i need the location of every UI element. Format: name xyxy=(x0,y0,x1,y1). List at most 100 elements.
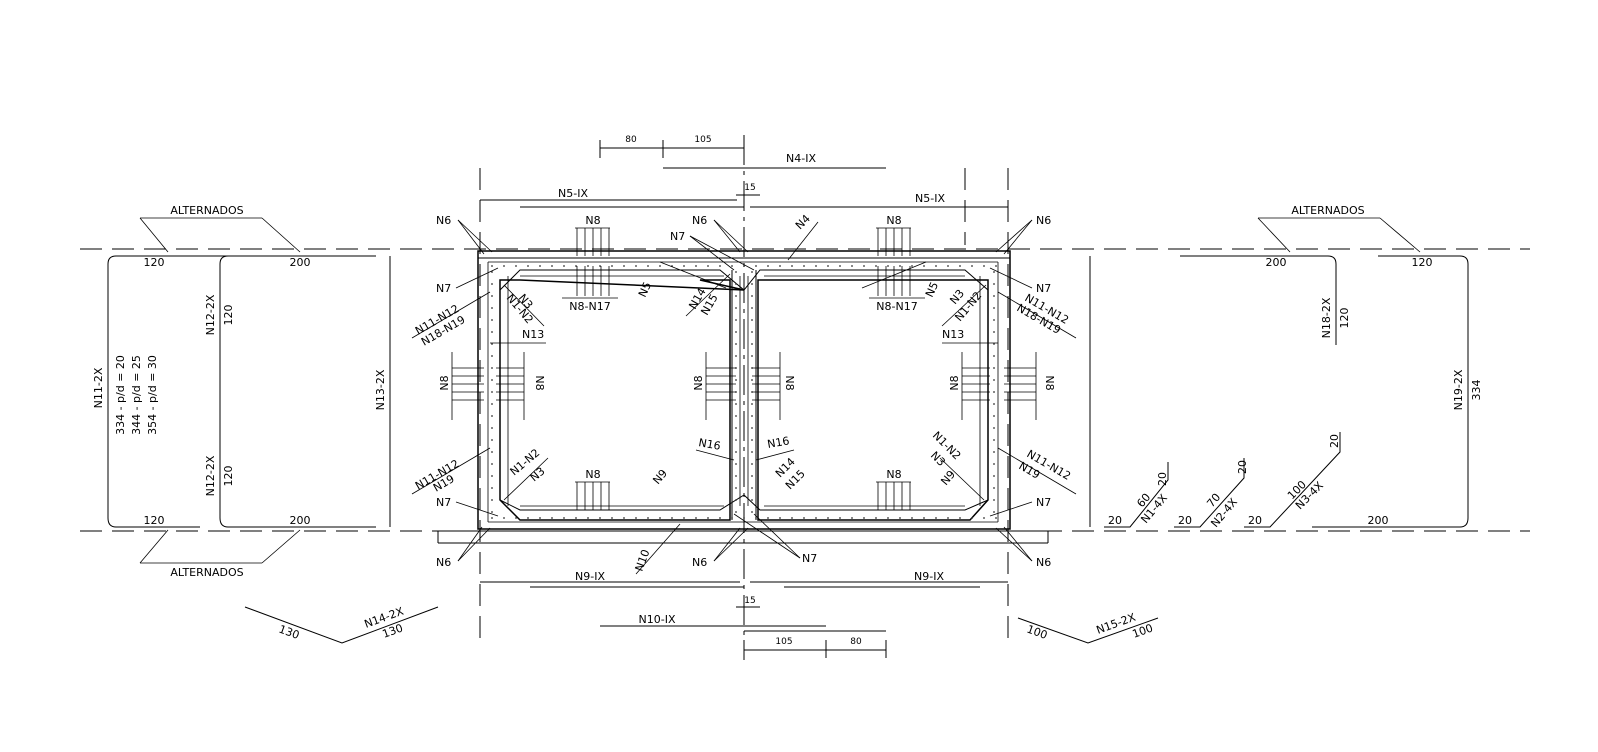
rebar-dot xyxy=(575,517,577,519)
rebar-dot xyxy=(993,487,995,489)
callout-n5: N5 xyxy=(923,280,941,299)
rebar-dot xyxy=(623,265,625,267)
rebar-dot xyxy=(515,265,517,267)
rebar-dot xyxy=(935,265,937,267)
callout-n8: N8 xyxy=(438,375,451,390)
rebar-dot xyxy=(959,265,961,267)
rebar-dot xyxy=(735,379,737,381)
rebar-dot xyxy=(539,517,541,519)
rebar-dot xyxy=(803,265,805,267)
dim-20: 20 xyxy=(1108,514,1122,527)
rebar-dot xyxy=(751,319,753,321)
rebar-dot xyxy=(983,517,985,519)
rebar-dot xyxy=(803,517,805,519)
rebar-dot xyxy=(659,517,661,519)
rebar-dot xyxy=(993,283,995,285)
rebar-dot xyxy=(993,463,995,465)
rebar-dot xyxy=(863,265,865,267)
dim-100: 100 xyxy=(1025,623,1049,642)
rebar-dot xyxy=(995,517,997,519)
rebar-dot xyxy=(851,265,853,267)
label-alternados: ALTERNADOS xyxy=(1291,204,1364,217)
rebar-dot xyxy=(743,265,745,267)
rebar-dot xyxy=(491,379,493,381)
rebar-dot xyxy=(527,265,529,267)
rebar-dot xyxy=(947,517,949,519)
label-n9-ix-right: N9-IX xyxy=(914,570,944,583)
callout-n10: N10 xyxy=(633,548,653,573)
label-pd-25: 344 - p/d = 25 xyxy=(130,355,143,435)
rebar-dot xyxy=(923,265,925,267)
rebar-dots xyxy=(491,265,997,519)
rebar-dot xyxy=(993,343,995,345)
rebar-dot xyxy=(935,517,937,519)
rebar-dot xyxy=(491,271,493,273)
rebar-dot xyxy=(611,265,613,267)
rebar-dot xyxy=(491,415,493,417)
callout-n6: N6 xyxy=(692,214,707,227)
callout-n6: N6 xyxy=(436,556,451,569)
rebar-dot xyxy=(491,307,493,309)
rebar-dot xyxy=(751,379,753,381)
callout-n8: N8 xyxy=(948,375,961,390)
label-n10-ix: N10-IX xyxy=(639,613,676,626)
rebar-dot xyxy=(751,439,753,441)
label-n5-ix-right: N5-IX xyxy=(915,192,945,205)
rebar-dot xyxy=(995,265,997,267)
rebar-dot xyxy=(751,475,753,477)
label-n12-2x: N12-2X xyxy=(204,294,217,335)
rebar-dot xyxy=(735,355,737,357)
rebar-dot xyxy=(815,265,817,267)
callout-n4: N4 xyxy=(793,212,813,232)
rebar-dot xyxy=(735,307,737,309)
rebar-dot xyxy=(491,391,493,393)
rebar-dot xyxy=(875,265,877,267)
rebar-dot xyxy=(647,517,649,519)
callout-n8-n17: N8-N17 xyxy=(569,300,610,313)
label-alternados: ALTERNADOS xyxy=(170,204,243,217)
rebar-dot xyxy=(731,265,733,267)
rebar-dot xyxy=(503,265,505,267)
rebar-dot xyxy=(899,265,901,267)
rebar-dot xyxy=(993,403,995,405)
rebar-dot xyxy=(767,517,769,519)
rebar-dot xyxy=(491,265,493,267)
left-bar-details: ALTERNADOS 120 200 120 200 ALTERNADOS N1… xyxy=(92,204,439,644)
rebar-dot xyxy=(491,403,493,405)
rebar-dot xyxy=(791,265,793,267)
callout-n6: N6 xyxy=(436,214,451,227)
box-girder-section xyxy=(437,250,1049,544)
rebar-dot xyxy=(563,517,565,519)
rebar-dot xyxy=(735,463,737,465)
callout-n6: N6 xyxy=(1036,556,1051,569)
callout-n6: N6 xyxy=(692,556,707,569)
rebar-dot xyxy=(887,517,889,519)
rebar-dot xyxy=(735,451,737,453)
rebar-dot xyxy=(735,487,737,489)
right-bar-details: ALTERNADOS 200 120 N18-2X 120 N19-2X 334… xyxy=(1017,204,1483,644)
rebar-dot xyxy=(755,265,757,267)
callout-n8-n17: N8-N17 xyxy=(876,300,917,313)
n8-arrows-webs xyxy=(451,352,1037,420)
callout-n7: N7 xyxy=(670,230,685,243)
label-n18-2x: N18-2X xyxy=(1320,297,1333,338)
label-alternados: ALTERNADOS xyxy=(170,566,243,579)
rebar-dot xyxy=(993,511,995,513)
rebar-dot xyxy=(551,517,553,519)
rebar-dot xyxy=(735,511,737,513)
callout-n8: N8 xyxy=(783,375,796,390)
label-n11-2x: N11-2X xyxy=(92,367,105,408)
rebar-dot xyxy=(911,517,913,519)
rebar-dot xyxy=(491,367,493,369)
dim-120: 120 xyxy=(1338,308,1351,329)
dim-200: 200 xyxy=(1368,514,1389,527)
rebar-dot xyxy=(599,265,601,267)
rebar-dot xyxy=(751,487,753,489)
dim-15-top: 15 xyxy=(744,183,755,193)
rebar-dot xyxy=(683,517,685,519)
rebar-dot xyxy=(815,517,817,519)
rebar-dot xyxy=(993,427,995,429)
rebar-dot xyxy=(779,517,781,519)
rebar-dot xyxy=(491,499,493,501)
n8-arrows-bottom xyxy=(576,482,911,510)
